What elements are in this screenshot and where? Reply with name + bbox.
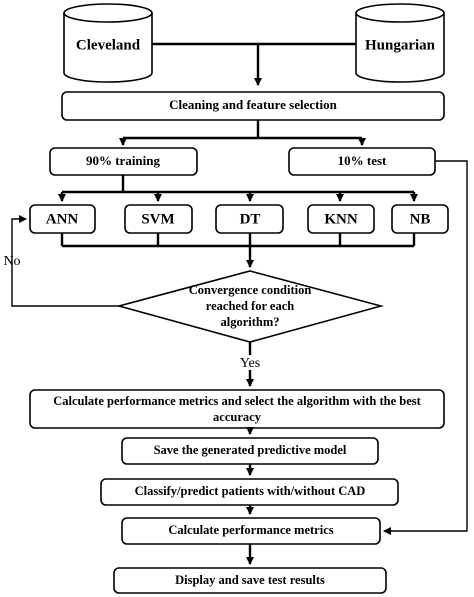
classify-label: Classify/predict patients with/without C… (135, 484, 366, 498)
select-best-box (29, 389, 445, 429)
test-path-arrow (383, 160, 468, 535)
decision-line-2: reached for each (206, 299, 294, 313)
calc-metrics-label: Calculate performance metrics (168, 523, 333, 537)
test-label: 10% test (338, 153, 387, 168)
select-best-line-2: accuracy (213, 410, 262, 424)
cleaning-box (61, 91, 445, 121)
hungarian-database: Hungarian (355, 3, 445, 83)
algorithm-ann-label: ANN (46, 211, 79, 227)
no-label: No (3, 254, 20, 269)
no-loop-arrow (11, 215, 119, 307)
save-model-label: Save the generated predictive model (154, 443, 347, 457)
display-results-box (113, 567, 387, 594)
display-results-label: Display and save test results (175, 573, 325, 587)
algorithm-nb-box (391, 204, 449, 234)
yes-label: Yes (240, 356, 260, 371)
decision-line-1: Convergence condition (189, 283, 312, 297)
hungarian-label: Hungarian (365, 37, 436, 53)
training-label: 90% training (86, 153, 161, 168)
algorithm-knn-label: KNN (324, 211, 358, 227)
select-best-line-1: Calculate performance metrics and select… (53, 394, 421, 408)
decision-line-3: algorithm? (220, 315, 279, 329)
cleveland-database: Cleveland (63, 3, 153, 83)
cleveland-label: Cleveland (76, 37, 141, 53)
algorithm-svm-label: SVM (141, 211, 174, 227)
cleaning-label: Cleaning and feature selection (169, 97, 337, 112)
algorithm-dt-label: DT (240, 211, 261, 227)
algorithm-nb-label: NB (410, 211, 431, 227)
